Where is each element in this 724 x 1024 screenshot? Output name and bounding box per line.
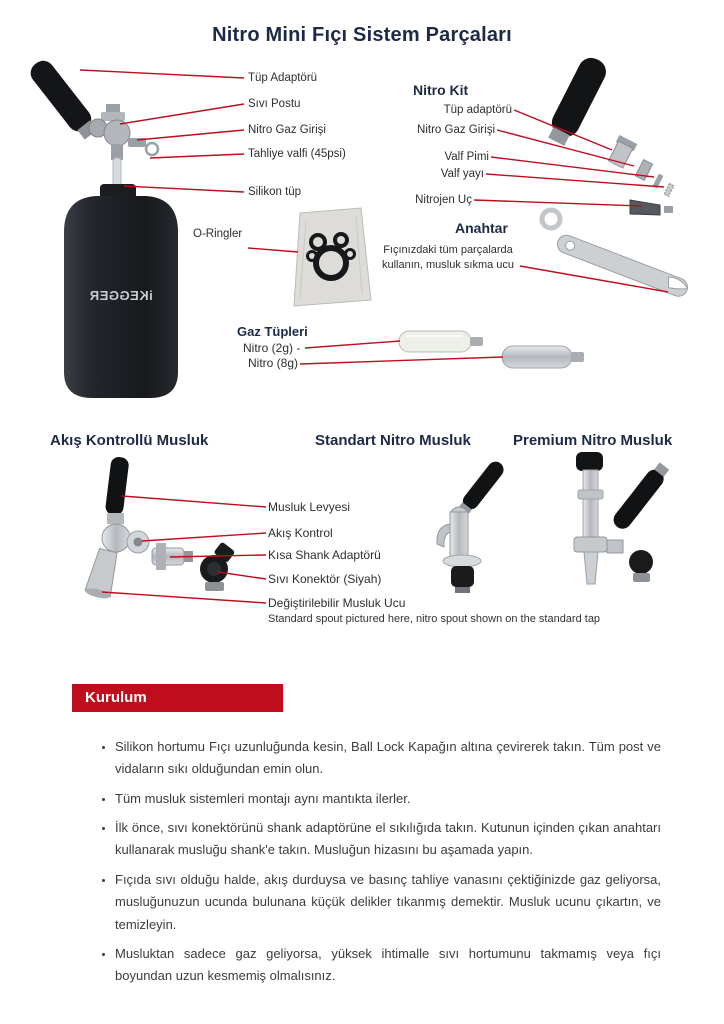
install-bullet-5: Musluktan sadece gaz geliyorsa, yüksek i… — [115, 943, 661, 988]
kit-label-valve-pin: Valf Pimi — [444, 151, 489, 163]
liquid-connector-part — [200, 542, 235, 591]
label-flow-control: Akış Kontrol — [268, 526, 333, 540]
label-tube-adapter: Tüp Adaptörü — [248, 72, 318, 84]
flow-control-tap-illustration — [84, 457, 235, 599]
nitro-kit-illustration — [539, 57, 689, 297]
label-liquid-post: Sıvı Postu — [248, 98, 301, 110]
spanner-heading: Anahtar — [455, 220, 508, 236]
gas-cartridge-2g-illustration — [398, 330, 483, 353]
kit-label-valve-spring: Valf yayı — [440, 168, 484, 180]
label-shank-adapter: Kısa Shank Adaptörü — [268, 548, 381, 562]
diagram-canvas: iKEGGER — [30, 57, 689, 604]
install-bullet-2: Tüm musluk sistemleri montajı aynı mantı… — [115, 788, 661, 810]
keg-illustration: iKEGGER — [30, 60, 178, 398]
label-relief-valve: Tahliye valfi (45psi) — [248, 148, 346, 160]
label-tap-lever: Musluk Levyesi — [268, 500, 351, 514]
leader-lines — [79, 69, 669, 604]
spanner-note: Fıçınızdaki tüm parçalarda kullanın, mus… — [381, 244, 515, 271]
heading-standard-nitro-tap: Standart Nitro Musluk — [315, 432, 471, 449]
silicone-tube-part — [112, 157, 122, 187]
nitrogen-tip-part — [629, 199, 661, 216]
label-spout: Değiştirilebilir Musluk Ucu — [268, 596, 406, 610]
nitro-kit-heading: Nitro Kit — [413, 82, 469, 98]
keg-brand: iKEGGER — [89, 288, 153, 303]
kit-label-tube-adapter: Tüp adaptörü — [443, 104, 512, 116]
install-instructions: Silikon hortumu Fıçı uzunluğunda kesin, … — [95, 736, 661, 995]
kit-label-nitrogen-tip: Nitrojen Uç — [415, 194, 472, 206]
oring-bag-illustration — [293, 207, 372, 307]
gas-cartridge-8g-illustration — [501, 345, 584, 369]
label-silicone-tube: Silikon tüp — [248, 186, 302, 198]
label-gas-inlet: Nitro Gaz Girişi — [248, 124, 326, 136]
gas-heading: Gaz Tüpleri — [237, 324, 308, 339]
kit-label-gas-inlet: Nitro Gaz Girişi — [417, 124, 495, 136]
label-liquid-connector: Sıvı Konektör (Siyah) — [268, 572, 382, 586]
install-bullet-1: Silikon hortumu Fıçı uzunluğunda kesin, … — [115, 736, 661, 781]
install-banner: Kurulum — [72, 684, 283, 712]
heading-flow-control-tap: Akış Kontrollü Musluk — [50, 432, 209, 449]
label-orings: O-Ringler — [193, 228, 243, 240]
page-title: Nitro Mini Fıçı Sistem Parçaları — [212, 24, 512, 46]
gas-label-8g: Nitro (8g) — [248, 356, 299, 370]
kit-tube-adapter-part — [607, 134, 638, 169]
install-heading: Kurulum — [85, 689, 147, 706]
standard-nitro-tap-illustration — [436, 461, 504, 593]
spout-note: Standard spout pictured here, nitro spou… — [268, 613, 601, 625]
install-bullet-list: Silikon hortumu Fıçı uzunluğunda kesin, … — [95, 736, 661, 988]
heading-premium-nitro-tap: Premium Nitro Musluk — [513, 432, 673, 449]
gas-label-2g: Nitro (2g) - — [243, 341, 301, 355]
premium-nitro-tap-illustration — [573, 452, 670, 585]
tube-adapter-part — [106, 104, 120, 113]
install-bullet-4: Fıçıda sıvı olduğu halde, akış durduysa … — [115, 869, 661, 936]
install-bullet-3: İlk önce, sıvı konektörünü shank adaptör… — [115, 817, 661, 862]
spanner-tool-part — [556, 234, 689, 297]
